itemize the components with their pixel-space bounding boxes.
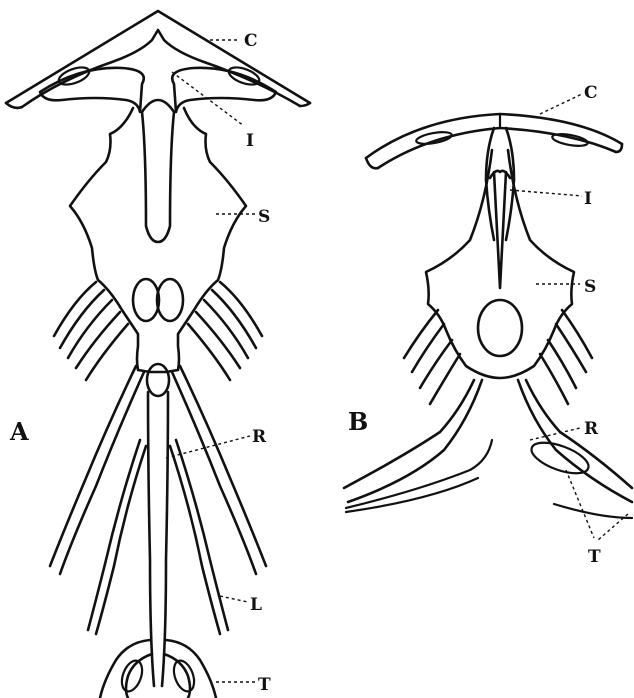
panel-a-label-l: L (250, 595, 262, 615)
panel-a-label-t: T (258, 675, 271, 695)
panel-b-leader-r (530, 428, 580, 440)
panel-b-label-c: C (584, 83, 598, 103)
panel-a-interclavicle (40, 68, 276, 112)
panel-b-clavicle (366, 114, 622, 168)
panel-a-label-s: S (258, 207, 270, 227)
panel-b-interclavicle (486, 128, 514, 240)
panel-b-sternal-ribs-left (404, 310, 460, 404)
panel-b-label-s: S (584, 277, 596, 297)
panel-a-sternal-ribs-left (54, 282, 128, 380)
panel-a-sternal-ribs-right (188, 282, 262, 380)
panel-a-label-r: R (252, 427, 267, 447)
panel-b-letter: B (348, 407, 368, 436)
panel-a-leader-l (220, 596, 248, 602)
panel-b-label-i: I (584, 189, 592, 209)
panel-b-posterior-processes (344, 380, 632, 518)
panel-a-lateral-processes (50, 366, 266, 634)
panel-a-label-i: I (246, 131, 254, 151)
panel-a-letter: A (9, 417, 29, 446)
panel-b-leader-c (540, 94, 582, 114)
panel-b-leader-t1 (566, 470, 594, 538)
panel-a-clavicle (6, 11, 310, 108)
panel-a-posterior-rod (147, 364, 169, 686)
panel-a-label-c: C (244, 31, 258, 51)
panel-b-sternal-ribs-right (540, 310, 592, 404)
panel-b-label-t: T (588, 547, 601, 567)
panel-b: C I S R T B (344, 83, 632, 567)
panel-b-leader-i (510, 190, 582, 196)
panel-a-terminal-processes (100, 640, 216, 698)
panel-b-label-r: R (584, 419, 599, 439)
panel-a: C I S R L T A (6, 11, 310, 698)
panel-a-sternum (70, 100, 246, 372)
